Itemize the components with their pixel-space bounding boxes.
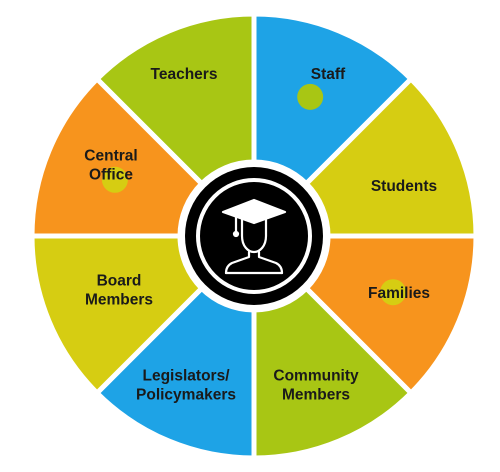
puzzle-knob [297,83,324,110]
segment-staff [251,11,414,187]
segment-label-line: Legislators/ [143,368,231,385]
segment-label-line: Policymakers [136,387,236,404]
puzzle-knob [380,279,407,306]
segment-label-line: Members [282,387,350,404]
center-white-ring [196,178,312,294]
puzzle-knob [184,362,211,389]
segment-label-line: Office [89,167,133,184]
segment-board-members [29,233,205,396]
segment-label-line: Members [85,292,153,309]
puzzle-knob [102,281,129,308]
segment-label-line: Students [371,178,437,195]
puzzle-knobs-layer [101,83,407,389]
segment-community-members [251,285,414,461]
segment-label-families: Families [368,285,430,302]
segment-label-teachers: Teachers [151,66,218,83]
center-hub [185,167,323,305]
center-outer-circle [185,167,323,305]
segment-teachers [94,11,257,187]
puzzle-knob [379,164,406,191]
graduate-icon [221,198,287,275]
segment-label-line: Community [273,368,359,385]
segment-label-line: Staff [311,66,346,83]
segment-label-line: Families [368,285,430,302]
puzzle-knob [182,84,209,111]
puzzle-knob [101,166,128,193]
segment-families [303,233,479,396]
segment-label-legislators-policymakers: Legislators/Policymakers [136,368,236,404]
segment-label-line: Board [97,273,142,290]
segment-label-students: Students [371,178,437,195]
puzzle-knob [299,361,326,388]
segment-students [303,76,479,239]
segment-central-office [29,76,205,239]
segments-layer [29,11,479,461]
segment-label-line: Central [84,148,137,165]
segment-label-line: Teachers [151,66,218,83]
segment-label-staff: Staff [311,66,346,83]
segment-legislators-policymakers [94,285,257,461]
